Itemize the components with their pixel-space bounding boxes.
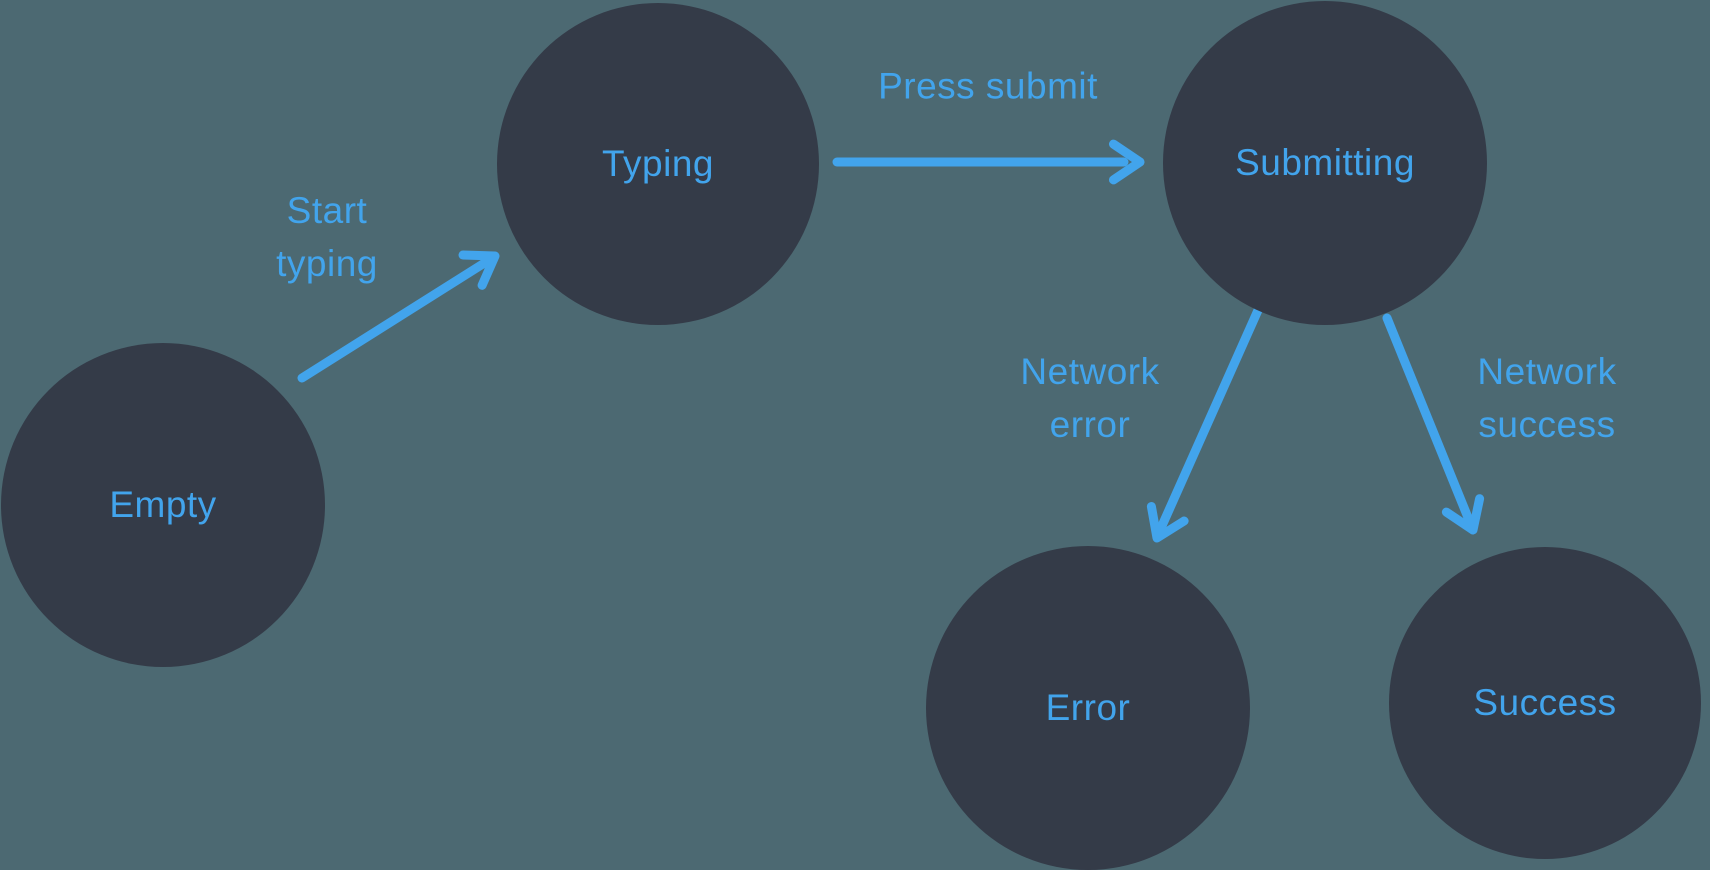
edge-label-line: Network — [1477, 351, 1617, 392]
arrow-head-icon — [1146, 502, 1189, 543]
edge-label-network-error: Network error — [1020, 345, 1159, 451]
arrow-head-icon — [458, 250, 500, 290]
arrow-head-icon — [1109, 139, 1145, 185]
edge-label-start-typing: Start typing — [276, 184, 378, 290]
arrow-head-icon — [1441, 494, 1485, 535]
state-label-submitting: Submitting — [1235, 142, 1415, 183]
state-label-error: Error — [1045, 687, 1131, 728]
edge-label-network-success: Network success — [1477, 345, 1616, 451]
state-node-typing: Typing — [497, 3, 819, 325]
state-label-success: Success — [1473, 682, 1617, 723]
state-node-empty: Empty — [1, 343, 325, 667]
arrow-shaft — [297, 257, 491, 383]
state-label-typing: Typing — [601, 143, 714, 184]
edge-press-submit — [832, 139, 1145, 185]
edge-label-line: error — [1049, 404, 1131, 445]
state-node-submitting: Submitting — [1163, 1, 1487, 325]
state-node-error: Error — [926, 546, 1250, 870]
edge-start-typing — [297, 250, 500, 383]
state-node-success: Success — [1389, 547, 1701, 859]
edge-label-line: Press submit — [878, 65, 1098, 107]
edge-network-success — [1382, 313, 1485, 535]
edge-label-line: Network — [1020, 351, 1160, 392]
edge-label-press-submit: Press submit — [878, 60, 1098, 113]
edge-label-line: Start — [286, 190, 368, 231]
arrow-shaft — [1156, 303, 1264, 533]
state-label-empty: Empty — [109, 484, 217, 525]
arrow-shaft — [1382, 313, 1474, 525]
edge-label-line: typing — [276, 243, 378, 284]
edge-label-line: success — [1478, 404, 1616, 445]
edge-network-error — [1146, 303, 1264, 543]
